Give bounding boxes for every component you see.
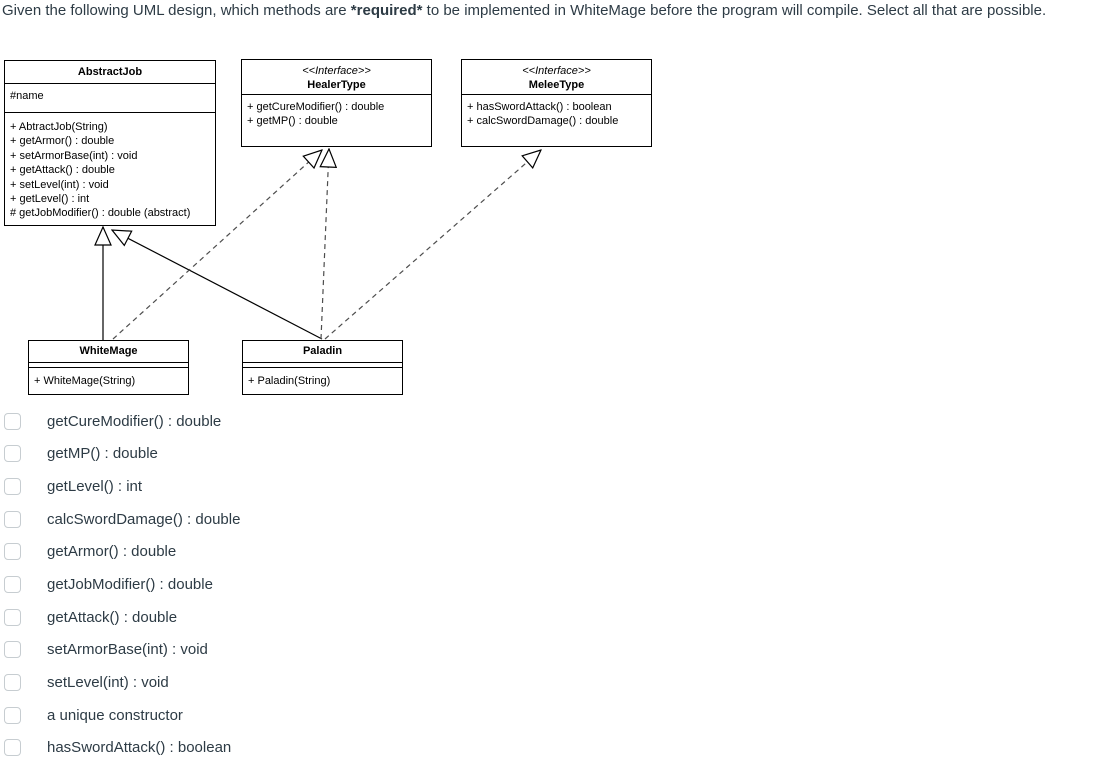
interface-title: <<Interface>> HealerType (242, 60, 431, 94)
answer-option-getmp[interactable]: getMP() : double (0, 438, 240, 471)
uml-class-abstractjob: AbstractJob #name + AbtractJob(String) +… (4, 60, 216, 226)
option-label: getCureModifier() : double (47, 412, 222, 430)
option-label: getMP() : double (47, 445, 158, 463)
interface-name: HealerType (307, 79, 366, 91)
option-label: getAttack() : double (47, 608, 178, 626)
method: + getLevel() : int (10, 193, 90, 206)
method: + AbtractJob(String) (10, 121, 108, 133)
checkbox[interactable] (4, 739, 21, 757)
option-label: getArmor() : double (47, 543, 177, 561)
option-label: getJobModifier() : double (47, 576, 213, 594)
answer-option-getjobmodifier[interactable]: getJobModifier() : double (0, 568, 240, 601)
class-methods: + WhiteMage(String) (29, 367, 188, 395)
method: + getCureModifier() : double (247, 101, 385, 113)
uml-class-paladin: Paladin + Paladin(String) (242, 340, 403, 395)
answer-option-unique-constructor[interactable]: a unique constructor (0, 699, 240, 732)
checkbox[interactable] (4, 543, 21, 561)
uml-class-whitemage: WhiteMage + WhiteMage(String) (28, 340, 189, 395)
generalization-paladin-to-abstractjob (112, 230, 323, 340)
checkbox[interactable] (4, 706, 21, 724)
class-fields-empty (29, 362, 188, 367)
stereotype: <<Interface>> (302, 65, 371, 77)
checkbox[interactable] (4, 478, 21, 496)
option-label: setLevel(int) : void (47, 674, 169, 692)
field: #name (10, 90, 44, 102)
class-title: AbstractJob (77, 66, 143, 78)
checkbox[interactable] (4, 445, 21, 463)
interface-methods: + hasSwordAttack() : boolean + calcSword… (462, 94, 651, 145)
interface-name: MeleeType (528, 79, 585, 91)
method: + WhiteMage(String) (34, 375, 136, 387)
answer-option-setarmorbase[interactable]: setArmorBase(int) : void (0, 634, 240, 667)
answer-options-list: getCureModifier() : double getMP() : dou… (0, 405, 240, 764)
method: + getArmor() : double (10, 135, 115, 148)
answer-option-getcuremodifier[interactable]: getCureModifier() : double (0, 405, 240, 438)
question-prefix: Given the following UML design, which me… (2, 2, 351, 19)
realization-whitemage-to-healertype (112, 150, 322, 340)
option-label: a unique constructor (47, 706, 183, 724)
checkbox[interactable] (4, 608, 21, 626)
method: + getAttack() : double (10, 164, 115, 177)
method: + hasSwordAttack() : boolean (467, 101, 612, 113)
interface-methods: + getCureModifier() : double + getMP() :… (242, 94, 431, 145)
realization-paladin-to-healertype (321, 149, 329, 340)
option-label: hasSwordAttack() : boolean (47, 739, 232, 757)
class-methods: + Paladin(String) (243, 367, 402, 395)
question-text: Given the following UML design, which me… (2, 1, 1104, 20)
checkbox[interactable] (4, 641, 21, 659)
stereotype: <<Interface>> (522, 65, 591, 77)
answer-option-getarmor[interactable]: getArmor() : double (0, 536, 240, 569)
class-title: Paladin (302, 345, 343, 357)
answer-option-getlevel[interactable]: getLevel() : int (0, 470, 240, 503)
method: # getJobModifier() : double (abstract) (10, 207, 191, 220)
realization-paladin-to-meleetype (324, 150, 541, 340)
class-methods: + AbtractJob(String) + getArmor() : doub… (5, 112, 215, 221)
question-suffix: to be implemented in WhiteMage before th… (422, 2, 1047, 19)
answer-option-setlevel[interactable]: setLevel(int) : void (0, 666, 240, 699)
option-label: getLevel() : int (47, 478, 143, 496)
method: + calcSwordDamage() : double (467, 115, 619, 128)
interface-title: <<Interface>> MeleeType (462, 60, 651, 94)
class-title: WhiteMage (79, 345, 138, 357)
option-label: calcSwordDamage() : double (47, 510, 241, 528)
method: + Paladin(String) (248, 375, 331, 387)
class-fields-empty (243, 362, 402, 367)
option-label: setArmorBase(int) : void (47, 641, 208, 659)
method: + setArmorBase(int) : void (10, 149, 138, 162)
answer-option-calcsworddamage[interactable]: calcSwordDamage() : double (0, 503, 240, 536)
answer-option-hasswordattack[interactable]: hasSwordAttack() : boolean (0, 732, 240, 765)
uml-interface-meleetype: <<Interface>> MeleeType + hasSwordAttack… (461, 59, 652, 147)
question-bold-required: *required* (350, 2, 423, 19)
uml-interface-healertype: <<Interface>> HealerType + getCureModifi… (241, 59, 432, 147)
class-fields: #name (5, 83, 215, 112)
checkbox[interactable] (4, 576, 21, 594)
answer-option-getattack[interactable]: getAttack() : double (0, 601, 240, 634)
checkbox[interactable] (4, 412, 21, 430)
checkbox[interactable] (4, 674, 21, 692)
method: + setLevel(int) : void (10, 178, 109, 191)
checkbox[interactable] (4, 510, 21, 528)
method: + getMP() : double (247, 115, 338, 128)
